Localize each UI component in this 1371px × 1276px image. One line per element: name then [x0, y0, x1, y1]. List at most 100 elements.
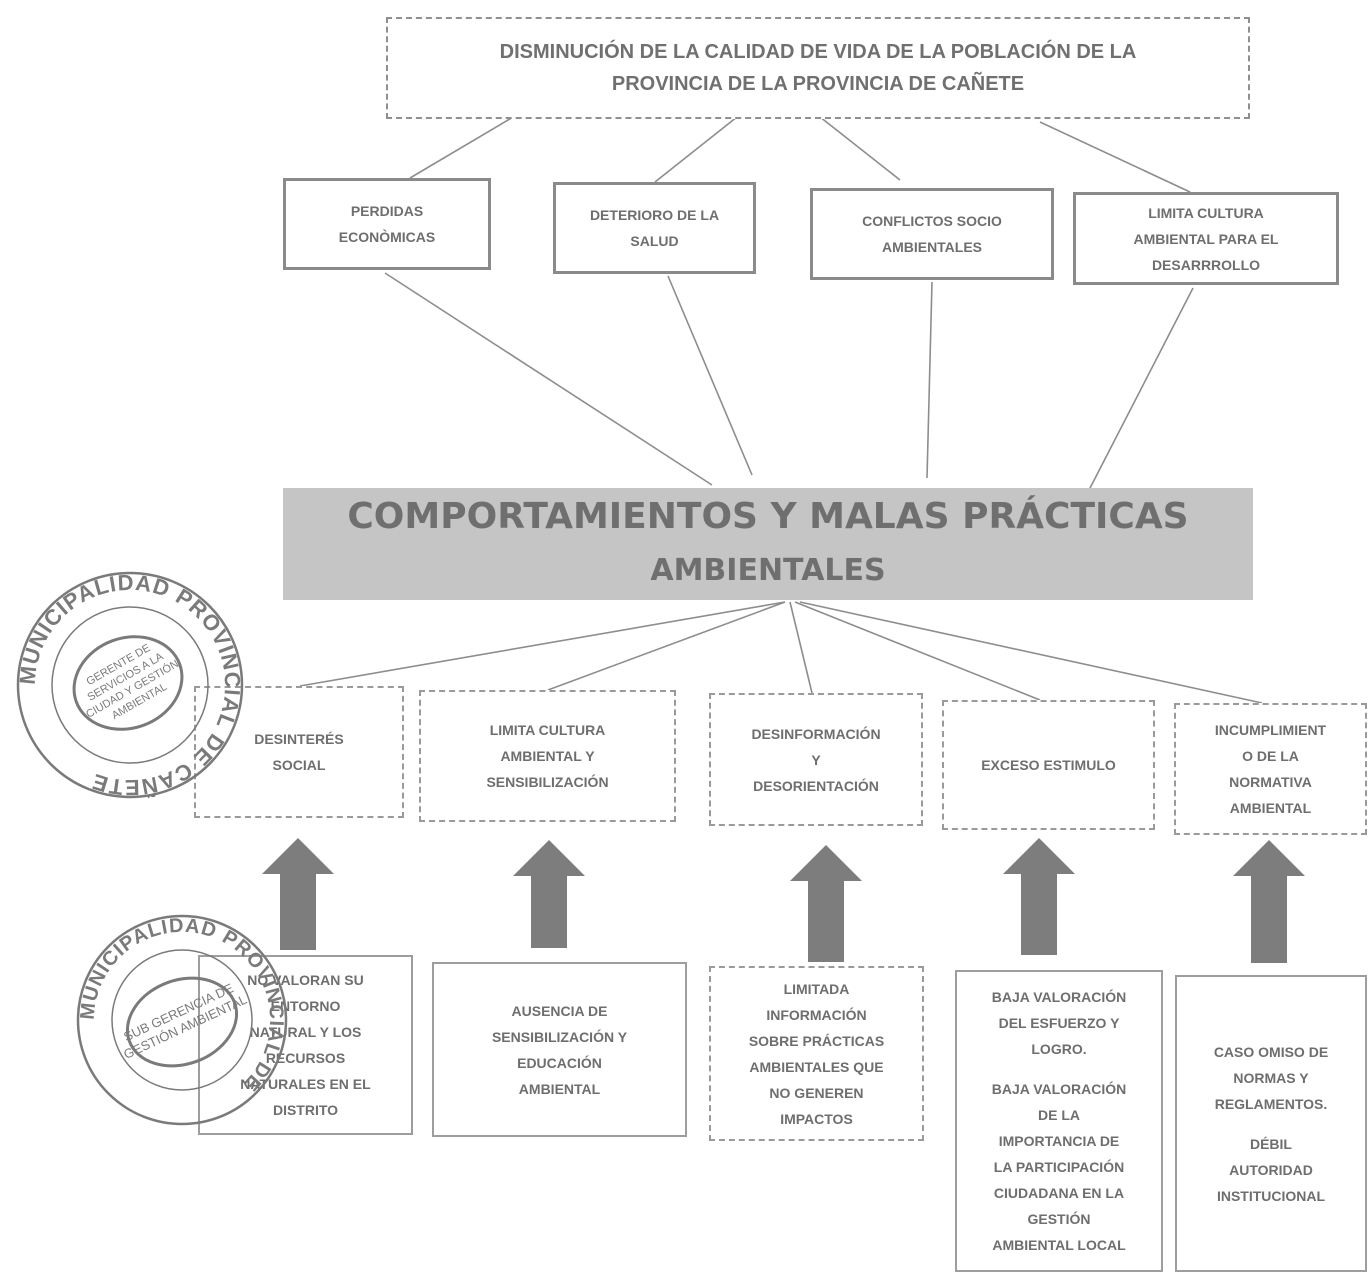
- root-cause-text: LA PARTICIPACIÓN: [993, 1159, 1125, 1175]
- root-cause-text: DISTRITO: [272, 1102, 339, 1118]
- root-cause-text: DÉBIL: [1249, 1135, 1292, 1152]
- cause-box: EXCESO ESTIMULO: [942, 700, 1155, 830]
- root-cause-text: INSTITUCIONAL: [1216, 1187, 1326, 1204]
- root-cause-paragraph: NO VALORAN SU ENTORNO NATURAL Y LOS RECU…: [240, 967, 370, 1123]
- cause-text: AMBIENTAL Y: [500, 748, 595, 764]
- connector-line: [794, 601, 1041, 701]
- cause-text: EXCESO ESTIMULO: [981, 757, 1116, 773]
- root-cause-text: SENSIBILIZACIÓN Y: [491, 1028, 628, 1045]
- cause-text: INCUMPLIMIENT: [1214, 722, 1327, 738]
- root-cause-box: AUSENCIA DE SENSIBILIZACIÓN Y EDUCACIÓN …: [432, 962, 687, 1137]
- root-cause-text: LIMITADA: [783, 980, 850, 997]
- core-problem-text: COMPORTAMIENTOS Y MALAS PRÁCTICAS: [347, 496, 1189, 537]
- root-cause-text: AMBIENTAL LOCAL: [992, 1237, 1126, 1253]
- cause-text: DESINTERÉS: [254, 731, 344, 747]
- root-cause-text: IMPACTOS: [780, 1110, 853, 1127]
- root-cause-text: GESTIÓN: [1027, 1211, 1091, 1227]
- root-cause-paragraph: DÉBIL AUTORIDAD INSTITUCIONAL: [1217, 1131, 1325, 1209]
- connector-line: [799, 601, 1263, 704]
- effect-text: AMBIENTALES: [881, 239, 983, 255]
- root-cause-text: NO GENEREN: [769, 1084, 864, 1101]
- root-cause-paragraph: CASO OMISO DE NORMAS Y REGLAMENTOS.: [1214, 1039, 1328, 1117]
- cause-text: DESINFORMACIÓN: [751, 725, 881, 742]
- connector-line: [409, 109, 526, 179]
- core-problem-box: COMPORTAMIENTOS Y MALAS PRÁCTICAS AMBIEN…: [283, 488, 1253, 600]
- root-cause-box: LIMITADA INFORMACIÓN SOBRE PRÁCTICAS AMB…: [709, 966, 924, 1141]
- effect-text: ECONÒMICAS: [338, 229, 436, 245]
- effect-text: DESARRROLLO: [1151, 256, 1261, 273]
- root-cause-box: BAJA VALORACIÓN DEL ESFUERZO Y LOGRO. BA…: [955, 970, 1163, 1272]
- effect-text: DETERIORO DE LA: [589, 207, 720, 223]
- effect-text: LIMITA CULTURA: [1148, 204, 1264, 221]
- root-cause-text: NATURALES EN EL: [240, 1076, 371, 1092]
- root-cause-text: NORMAS Y: [1233, 1069, 1309, 1086]
- root-cause-text: CIUDADANA EN LA: [993, 1185, 1125, 1201]
- cause-text: Y: [811, 751, 821, 768]
- root-cause-text: AUTORIDAD: [1229, 1161, 1313, 1178]
- up-arrow: [262, 838, 334, 950]
- root-cause-text: NATURAL Y LOS: [249, 1024, 362, 1040]
- root-cause-text: AMBIENTALES QUE: [749, 1058, 884, 1075]
- problem-text: PROVINCIA DE LA PROVINCIA DE CAÑETE: [611, 73, 1025, 95]
- municipal-stamp-bottom: MUNICIPALIDAD PROVINCIAL DE SUB GERENCIA…: [77, 915, 288, 1126]
- problem-box: DISMINUCIÓN DE LA CALIDAD DE VIDA DE LA …: [386, 17, 1250, 119]
- root-cause-box: CASO OMISO DE NORMAS Y REGLAMENTOS. DÉBI…: [1175, 975, 1367, 1272]
- cause-text: LIMITA CULTURA: [489, 722, 606, 738]
- connector-line: [1087, 287, 1194, 493]
- connector-line: [814, 112, 901, 181]
- root-cause-text: REGLAMENTOS.: [1214, 1095, 1328, 1112]
- effect-text: SALUD: [630, 233, 679, 249]
- cause-text: SOCIAL: [272, 757, 326, 773]
- cause-box: LIMITA CULTURA AMBIENTAL Y SENSIBILIZACI…: [419, 690, 676, 822]
- root-cause-text: BAJA VALORACIÓN: [991, 989, 1127, 1005]
- cause-box: DESINTERÉS SOCIAL: [194, 686, 404, 818]
- cause-text: NORMATIVA: [1229, 774, 1312, 790]
- cause-text: O DE LA: [1242, 748, 1299, 764]
- connector-line: [1039, 121, 1191, 193]
- connector-line: [299, 601, 786, 687]
- cause-text: AMBIENTAL: [1229, 800, 1312, 816]
- connector-line: [789, 601, 813, 694]
- effect-text: PERDIDAS: [350, 203, 424, 219]
- root-cause-text: RECURSOS: [265, 1050, 346, 1066]
- root-cause-text: INFORMACIÓN: [766, 1006, 867, 1023]
- root-cause-text: AMBIENTAL: [518, 1080, 601, 1097]
- root-cause-text: IMPORTANCIA DE: [998, 1133, 1120, 1149]
- connector-line: [384, 272, 713, 486]
- root-cause-text: SOBRE PRÁCTICAS: [748, 1032, 885, 1049]
- up-arrow: [1003, 838, 1075, 955]
- connector-line: [926, 281, 933, 479]
- connector-line: [547, 601, 786, 691]
- effect-text: CONFLICTOS SOCIO: [862, 213, 1002, 229]
- up-arrow: [790, 845, 862, 962]
- core-problem-text: AMBIENTALES: [650, 553, 886, 588]
- root-cause-box: NO VALORAN SU ENTORNO NATURAL Y LOS RECU…: [198, 955, 413, 1135]
- root-cause-text: EDUCACIÓN: [517, 1054, 602, 1071]
- problem-text: DISMINUCIÓN DE LA CALIDAD DE VIDA DE LA …: [499, 41, 1137, 63]
- root-cause-paragraph: LIMITADA INFORMACIÓN SOBRE PRÁCTICAS AMB…: [749, 976, 884, 1132]
- connector-line: [667, 275, 753, 476]
- root-cause-paragraph: BAJA VALORACIÓN DE LA IMPORTANCIA DE LA …: [992, 1076, 1127, 1258]
- up-arrow: [1233, 840, 1305, 963]
- cause-text: SENSIBILIZACIÓN: [486, 774, 609, 790]
- root-cause-text: DE LA: [1038, 1107, 1080, 1123]
- root-cause-text: AUSENCIA DE: [511, 1002, 608, 1019]
- root-cause-text: CASO OMISO DE: [1213, 1043, 1329, 1060]
- root-cause-paragraph: BAJA VALORACIÓN DEL ESFUERZO Y LOGRO.: [992, 984, 1127, 1062]
- root-cause-text: ENTORNO: [270, 998, 341, 1014]
- connector-line: [654, 112, 743, 183]
- cause-box: DESINFORMACIÓN Y DESORIENTACIÓN: [709, 693, 923, 826]
- effect-box: DETERIORO DE LA SALUD: [553, 182, 756, 274]
- effect-text: AMBIENTAL PARA EL: [1133, 230, 1279, 247]
- cause-box: INCUMPLIMIENT O DE LA NORMATIVA AMBIENTA…: [1174, 703, 1367, 835]
- cause-text: DESORIENTACIÓN: [753, 777, 879, 794]
- up-arrow: [513, 840, 585, 948]
- root-cause-text: BAJA VALORACIÓN: [991, 1081, 1127, 1097]
- effect-box: LIMITA CULTURA AMBIENTAL PARA EL DESARRR…: [1073, 192, 1339, 285]
- effect-box: CONFLICTOS SOCIO AMBIENTALES: [810, 188, 1054, 280]
- root-cause-paragraph: AUSENCIA DE SENSIBILIZACIÓN Y EDUCACIÓN …: [492, 998, 627, 1102]
- effect-box: PERDIDAS ECONÒMICAS: [283, 178, 491, 270]
- root-cause-text: DEL ESFUERZO Y: [998, 1015, 1120, 1031]
